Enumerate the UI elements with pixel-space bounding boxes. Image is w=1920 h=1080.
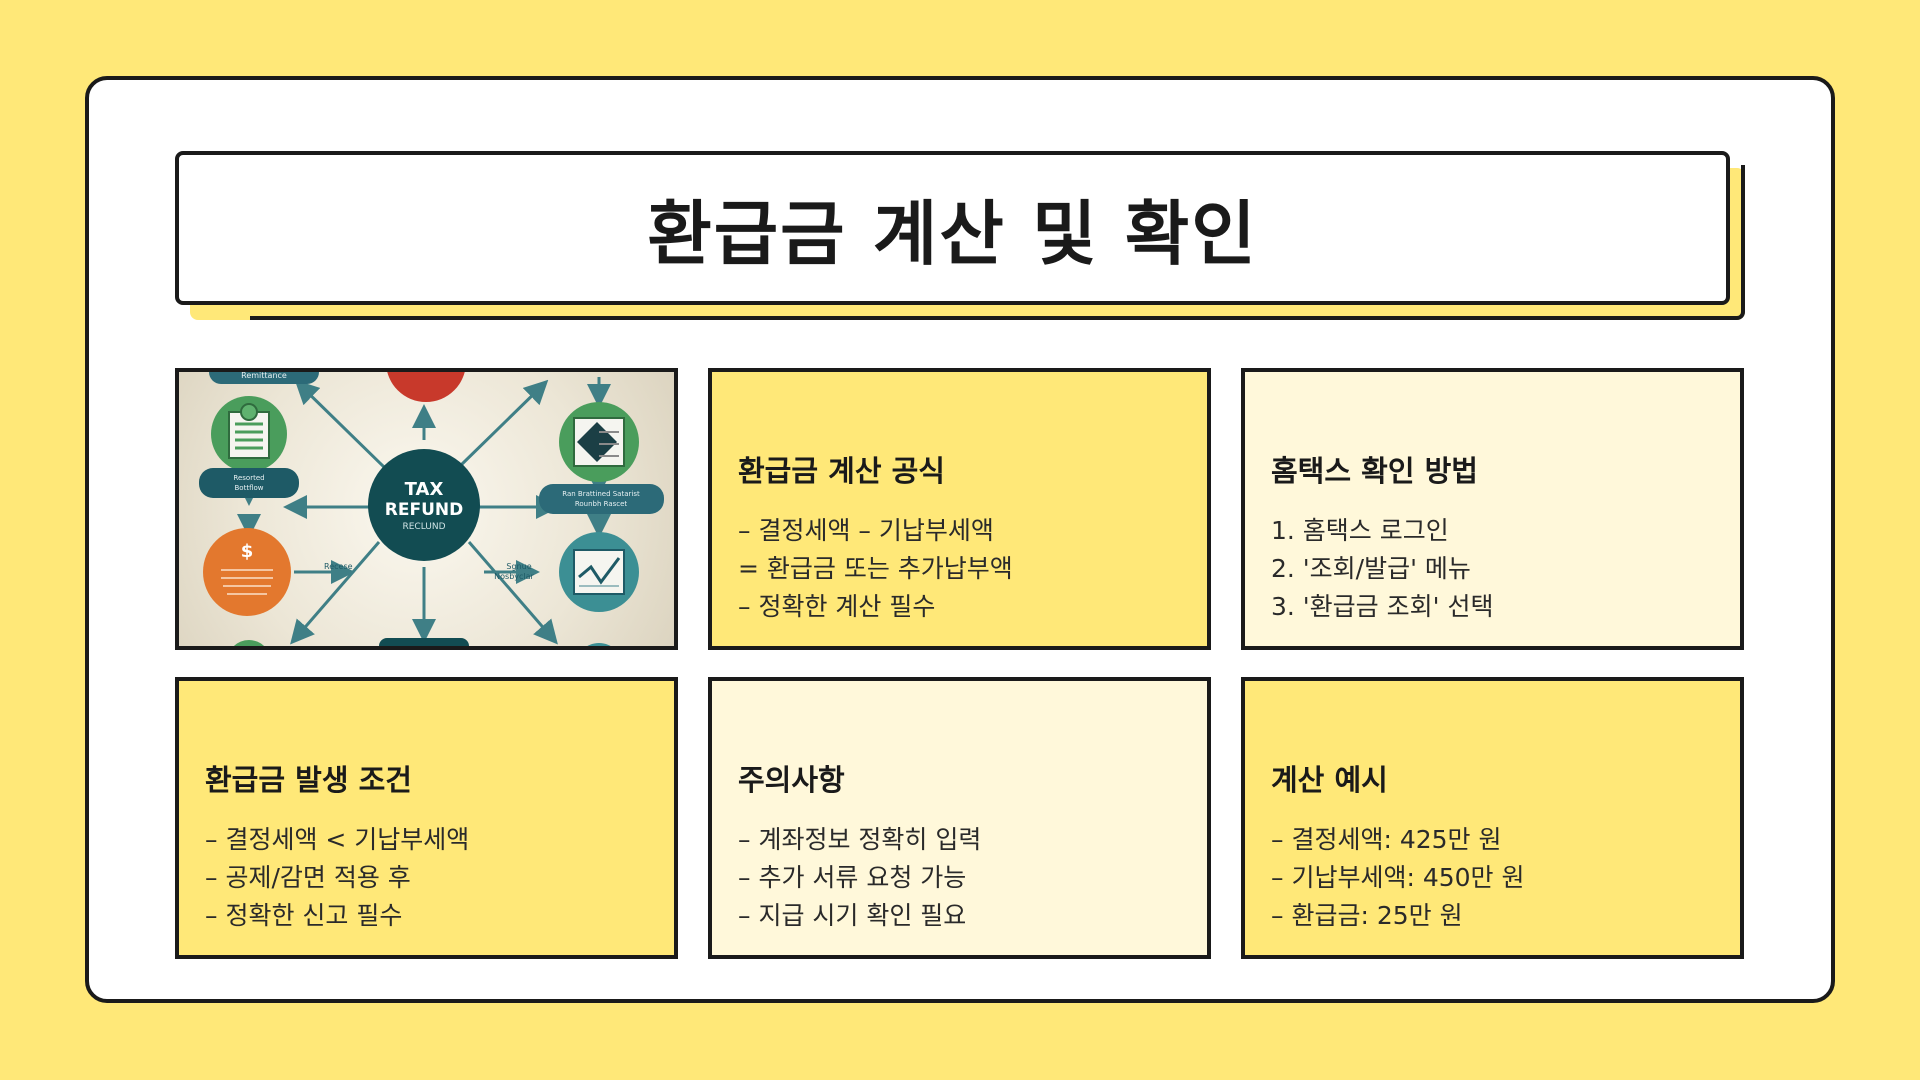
card-conditions: 환급금 발생 조건 – 결정세액 < 기납부세액 – 공제/감면 적용 후 – …: [175, 677, 678, 959]
list-item: 1. 홈택스 로그인: [1271, 516, 1449, 545]
card-heading: 환급금 발생 조건: [205, 763, 412, 797]
card-heading: 계산 예시: [1271, 763, 1388, 797]
list-item: 3. '환급금 조회' 선택: [1271, 592, 1494, 621]
title-box: 환급금 계산 및 확인: [175, 151, 1730, 305]
list-item: – 지급 시기 확인 필요: [738, 901, 967, 930]
dollar-icon: [203, 528, 291, 616]
svg-text:TAX: TAX: [405, 479, 444, 500]
tax-refund-center: [368, 449, 480, 561]
card-list: – 결정세액: 425만 원 – 기납부세액: 450만 원 – 환급금: 25…: [1271, 821, 1714, 935]
card-formula: 환급금 계산 공식 – 결정세액 – 기납부세액 = 환급금 또는 추가납부액 …: [708, 368, 1211, 650]
pill-text: Remittance: [241, 372, 287, 380]
svg-text:Bottflow: Bottflow: [235, 484, 264, 492]
list-item: – 정확한 신고 필수: [205, 901, 403, 930]
tax-refund-diagram: Remittance Resorted Bottflow $ Recese TA…: [199, 372, 664, 646]
list-item: 2. '조회/발급' 메뉴: [1271, 554, 1471, 583]
card-heading: 홈택스 확인 방법: [1271, 454, 1478, 488]
list-item: – 결정세액 – 기납부세액: [738, 516, 994, 545]
card-hometax: 홈택스 확인 방법 1. 홈택스 로그인 2. '조회/발급' 메뉴 3. '환…: [1241, 368, 1744, 650]
svg-text:Sgnue: Sgnue: [506, 562, 531, 571]
list-item: – 결정세액 < 기납부세액: [205, 825, 470, 854]
card-cautions: 주의사항 – 계좌정보 정확히 입력 – 추가 서류 요청 가능 – 지급 시기…: [708, 677, 1211, 959]
svg-text:$: $: [241, 541, 254, 562]
slide-title: 환급금 계산 및 확인: [647, 192, 1258, 275]
svg-text:Resorted: Resorted: [233, 474, 264, 482]
svg-text:Nosbyclar: Nosbyclar: [494, 572, 534, 581]
label-pill: [209, 372, 319, 384]
card-list: – 결정세액 – 기납부세액 = 환급금 또는 추가납부액 – 정확한 계산 필…: [738, 512, 1181, 626]
right-pill: [539, 484, 664, 514]
list-item: – 정확한 계산 필수: [738, 592, 936, 621]
card-heading: 환급금 계산 공식: [738, 454, 945, 488]
card-example: 계산 예시 – 결정세액: 425만 원 – 기납부세액: 450만 원 – 환…: [1241, 677, 1744, 959]
list-item: – 환급금: 25만 원: [1271, 901, 1463, 930]
list-item: – 기납부세액: 450만 원: [1271, 863, 1525, 892]
red-node: [387, 372, 465, 402]
tax-refund-illustration: Remittance Resorted Bottflow $ Recese TA…: [175, 368, 678, 650]
card-list: – 계좌정보 정확히 입력 – 추가 서류 요청 가능 – 지급 시기 확인 필…: [738, 821, 1181, 935]
card-list: – 결정세액 < 기납부세액 – 공제/감면 적용 후 – 정확한 신고 필수: [205, 821, 648, 935]
list-item: – 계좌정보 정확히 입력: [738, 825, 982, 854]
svg-text:RECLUND: RECLUND: [402, 522, 445, 532]
left-pill: [199, 468, 299, 498]
card-list: 1. 홈택스 로그인 2. '조회/발급' 메뉴 3. '환급금 조회' 선택: [1271, 512, 1714, 626]
list-item: = 환급금 또는 추가납부액: [738, 554, 1013, 583]
svg-text:Recese: Recese: [324, 562, 353, 571]
svg-text:REFUND: REFUND: [385, 500, 463, 520]
svg-text:Rounbh Rascet: Rounbh Rascet: [575, 500, 628, 508]
list-item: – 공제/감면 적용 후: [205, 863, 411, 892]
svg-text:Ran Brattined Satarist: Ran Brattined Satarist: [562, 490, 640, 498]
list-item: – 추가 서류 요청 가능: [738, 863, 967, 892]
title-shadow-border: [250, 165, 1745, 320]
list-item: – 결정세액: 425만 원: [1271, 825, 1502, 854]
card-heading: 주의사항: [738, 763, 845, 797]
